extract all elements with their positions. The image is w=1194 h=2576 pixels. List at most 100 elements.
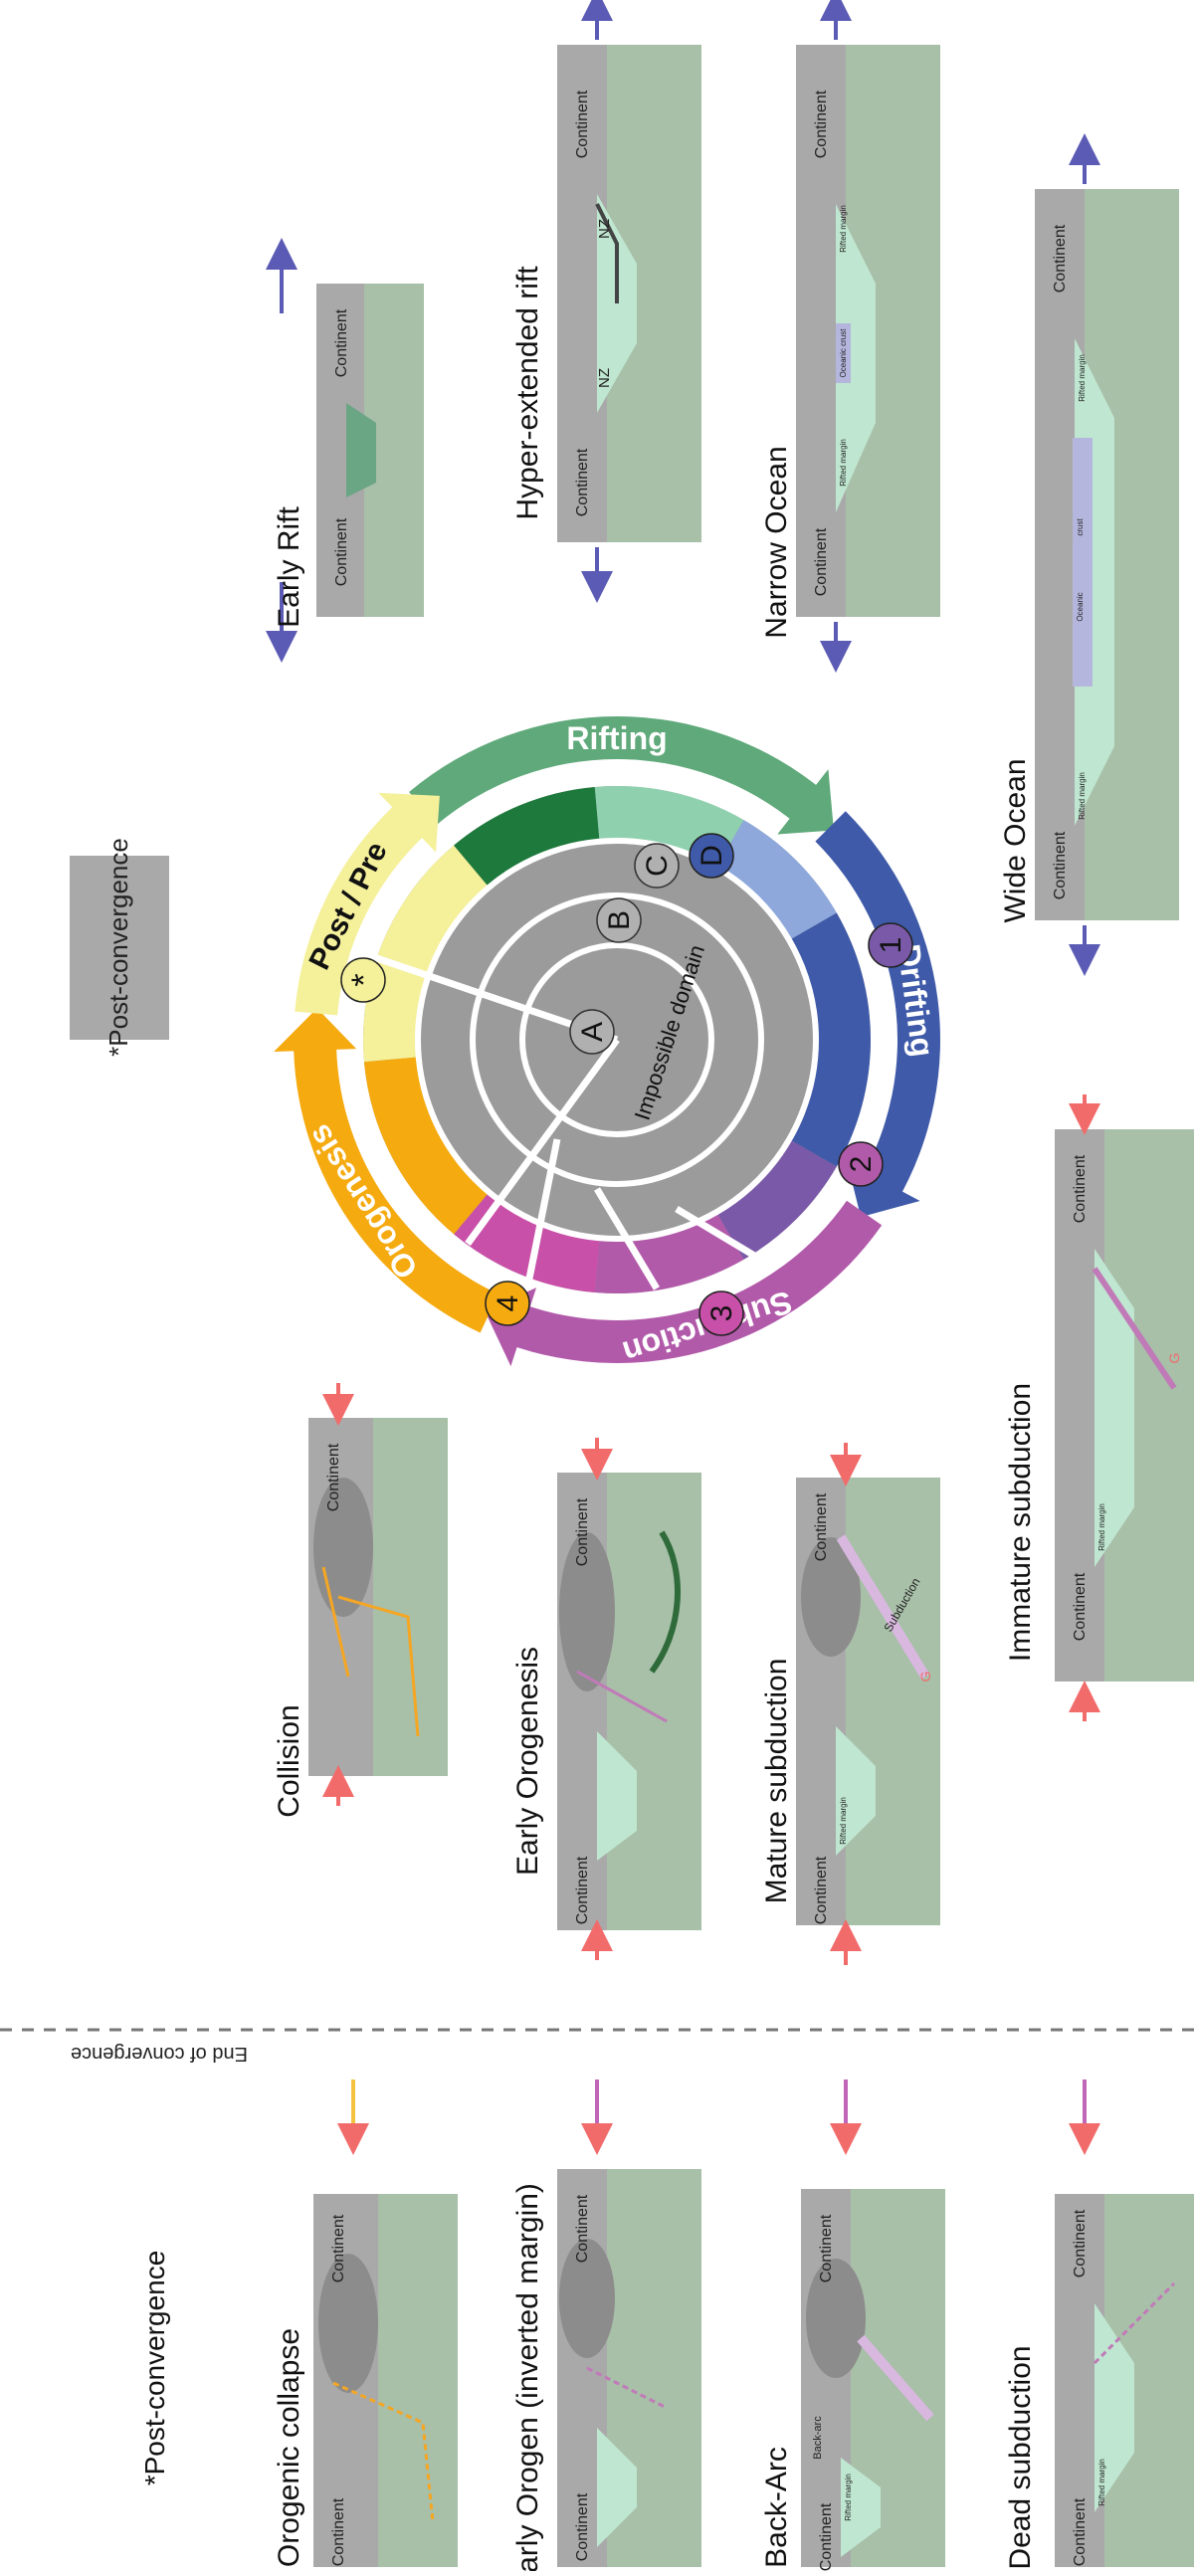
panel-title-narrow-ocean: Narrow Ocean xyxy=(760,446,793,638)
svg-text:Oceanic: Oceanic xyxy=(1076,592,1085,621)
end-of-convergence-label: End of convergence xyxy=(71,2043,248,2065)
svg-text:Rifted margin: Rifted margin xyxy=(839,439,848,487)
panel-title-early-rift: Early Rift xyxy=(273,505,305,627)
inner-seg-postpre xyxy=(363,845,490,1063)
svg-text:Continent: Continent xyxy=(1052,224,1069,293)
panel-narrow-ocean: Continent Rifted margin Oceanic crust Ri… xyxy=(796,45,940,617)
inner-seg-drift-light xyxy=(716,820,837,940)
stage-4: 4 xyxy=(485,1281,530,1326)
svg-text:Continent: Continent xyxy=(574,2492,591,2561)
svg-text:Continent: Continent xyxy=(325,1443,342,1511)
wheel-spoke-5 xyxy=(675,1205,778,1273)
svg-text:Continent: Continent xyxy=(330,2214,347,2282)
panel-early-orogenesis: Continent Continent xyxy=(557,1473,701,1930)
svg-text:Continent: Continent xyxy=(330,2497,347,2566)
inner-seg-subduction-1 xyxy=(716,1139,837,1260)
panel-wide-ocean: Continent Rifted margin Oceanic crust Ri… xyxy=(1035,189,1179,920)
wheel-spoke-2 xyxy=(465,1037,620,1247)
wheel-ring-2 xyxy=(470,892,764,1187)
svg-text:2: 2 xyxy=(845,1156,878,1173)
panel-collision: Continent xyxy=(308,1418,448,1776)
stage-B: B xyxy=(596,897,642,943)
svg-text:Continent: Continent xyxy=(813,527,830,596)
svg-text:A: A xyxy=(576,1022,609,1042)
stage-D: D xyxy=(689,833,734,879)
cycle-arc-label-rifting: Rifting xyxy=(566,720,667,756)
panel-title-immature-subduction: Immature subduction xyxy=(1004,1383,1037,1662)
svg-text:4: 4 xyxy=(492,1295,524,1312)
wheel-ring-1 xyxy=(519,942,714,1137)
svg-text:Continent: Continent xyxy=(818,2214,835,2282)
svg-text:Continent: Continent xyxy=(574,1856,591,1924)
svg-text:Continent: Continent xyxy=(818,2502,835,2571)
stage-1: 1 xyxy=(868,922,913,968)
svg-text:Continent: Continent xyxy=(1072,2209,1089,2278)
svg-text:B: B xyxy=(603,910,636,930)
panel-dead-subduction: Continent Rifted margin Continent xyxy=(1055,2194,1194,2567)
svg-text:NZ: NZ xyxy=(596,219,613,239)
panel-title-hyper-extended-rift: Hyper-extended rift xyxy=(511,266,544,520)
svg-text:Continent: Continent xyxy=(574,448,591,516)
inner-seg-rift-dark xyxy=(454,786,600,888)
svg-text:1: 1 xyxy=(875,937,907,954)
svg-text:Rifted margin: Rifted margin xyxy=(839,205,848,253)
wheel-spoke-3 xyxy=(523,1138,561,1289)
svg-text:Oceanic crust: Oceanic crust xyxy=(839,328,848,378)
stage-star: * xyxy=(340,957,386,1003)
svg-text:Continent: Continent xyxy=(333,308,350,377)
svg-text:G: G xyxy=(917,1672,933,1683)
inner-seg-subduction-2 xyxy=(594,1212,744,1293)
stage-A: A xyxy=(569,1009,615,1055)
svg-text:Continent: Continent xyxy=(813,1492,830,1561)
svg-text:Rifted margin: Rifted margin xyxy=(1078,354,1087,402)
cycle-arc-rifting: Rifting xyxy=(409,716,834,835)
wheel-spoke-4 xyxy=(593,1187,661,1290)
panel-title-wide-ocean: Wide Ocean xyxy=(999,758,1032,922)
svg-text:Continent: Continent xyxy=(574,1497,591,1566)
svg-text:Continent: Continent xyxy=(1072,2497,1089,2566)
panel-title-dead-subduction: Dead subduction xyxy=(1004,2345,1037,2569)
svg-text:NZ: NZ xyxy=(596,368,613,388)
svg-text:Continent: Continent xyxy=(574,90,591,158)
panel-back-arc: Continent Rifted margin Back-arc Contine… xyxy=(801,2189,945,2571)
stage-3: 3 xyxy=(698,1290,744,1336)
panel-mature-subduction: Continent Rifted margin Subduction Conti… xyxy=(796,1478,940,1925)
panel-immature-subduction: Continent Rifted margin Continent G xyxy=(1055,1129,1194,1682)
legend-box xyxy=(70,856,169,1040)
panel-title-collision: Collision xyxy=(273,1704,305,1817)
svg-text:Continent: Continent xyxy=(813,1856,830,1924)
svg-text:Continent: Continent xyxy=(1072,1154,1089,1223)
stage-2: 2 xyxy=(838,1141,884,1187)
post-convergence-heading: *Post-convergence xyxy=(139,2251,170,2486)
svg-text:crust: crust xyxy=(1076,518,1085,536)
legend-box-label: *Post-convergence xyxy=(103,838,133,1057)
svg-text:Continent: Continent xyxy=(1072,1572,1089,1641)
panel-early-rift: Continent Continent xyxy=(266,238,424,663)
panel-title-back-arc: Back-Arc xyxy=(760,2447,793,2568)
inner-seg-drift xyxy=(789,912,871,1167)
panel-hyper-extended-rift: Continent NZ NZ Continent xyxy=(557,45,701,542)
svg-text:Rifted margin: Rifted margin xyxy=(1078,772,1087,820)
svg-text:Continent: Continent xyxy=(1052,831,1069,899)
svg-text:*: * xyxy=(345,973,383,986)
post-convergence-legend: *Post-convergence xyxy=(70,838,169,1057)
svg-text:3: 3 xyxy=(705,1305,738,1322)
svg-text:D: D xyxy=(696,845,728,867)
svg-text:Continent: Continent xyxy=(813,90,830,158)
wheel-ring-3 xyxy=(415,838,819,1242)
panel-title-mature-subduction: Mature subduction xyxy=(760,1659,793,1904)
svg-text:Back-arc: Back-arc xyxy=(812,2416,824,2460)
panel-early-orogen-inverted: Continent Continent xyxy=(557,2169,701,2567)
svg-text:Rifted margin: Rifted margin xyxy=(1097,2459,1106,2506)
panel-title-early-orogen-inverted: Early Orogen (inverted margin) xyxy=(511,2183,544,2571)
svg-text:Rifted margin: Rifted margin xyxy=(844,2474,853,2521)
svg-text:Continent: Continent xyxy=(333,517,350,586)
stage-C: C xyxy=(634,843,680,889)
svg-text:C: C xyxy=(641,855,674,877)
svg-text:Rifted margin: Rifted margin xyxy=(1097,1503,1106,1551)
svg-text:G: G xyxy=(1166,1353,1182,1364)
svg-text:Rifted margin: Rifted margin xyxy=(839,1797,848,1845)
panel-title-early-orogenesis: Early Orogenesis xyxy=(511,1647,544,1876)
inner-seg-orogen-4 xyxy=(363,1057,490,1235)
